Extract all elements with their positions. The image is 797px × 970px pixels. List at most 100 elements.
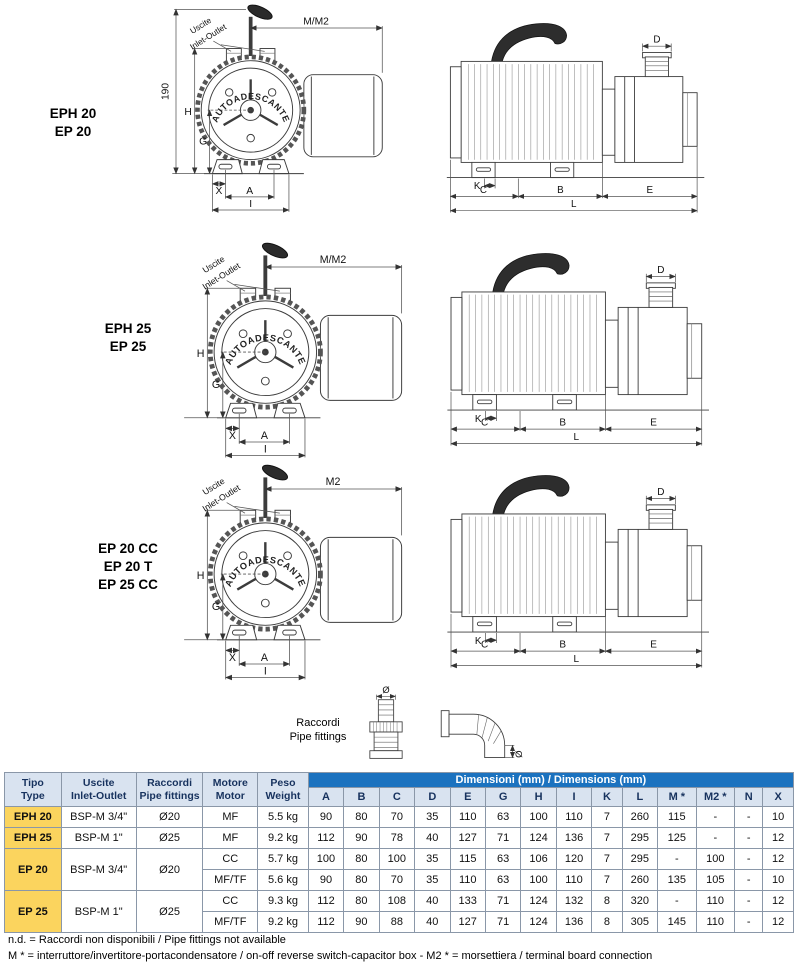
dim-cell: 10 xyxy=(762,869,794,891)
table-row-eph20: EPH 20 BSP-M 3/4" Ø20 MF 5.5 kg 90 80 70… xyxy=(4,806,794,828)
dim-cell: 88 xyxy=(378,911,416,933)
dim-cell: 71 xyxy=(484,827,522,849)
dim-cell: 112 xyxy=(307,911,345,933)
dim-cell: 90 xyxy=(307,869,345,891)
table-row-eph25: EPH 25 BSP-M 1" Ø25 MF 9.2 kg 112 90 78 … xyxy=(4,827,794,849)
dim-cell: 80 xyxy=(343,869,380,891)
dim-label-k: K xyxy=(475,636,482,647)
dim-label-l: L xyxy=(574,432,580,443)
model-name: EPH 20 xyxy=(49,106,97,121)
weight-cell: 5.5 kg xyxy=(257,806,309,828)
model-name: EP 20 xyxy=(54,124,92,140)
weight-cell: 9.2 kg xyxy=(257,911,309,933)
dim-cell: - xyxy=(734,911,764,933)
dim-cell: - xyxy=(734,806,764,828)
type-cell: EPH 25 xyxy=(4,827,62,849)
dim-cell: 7 xyxy=(591,806,623,828)
dim-cell: 320 xyxy=(621,890,659,912)
pump-side-view-row1: D K C B E L xyxy=(446,23,705,227)
pump-side-view-row3: D K C B E L xyxy=(446,475,710,682)
col-header-dim-c: C xyxy=(378,787,416,807)
dim-cell: 106 xyxy=(520,848,557,870)
dim-cell: 40 xyxy=(414,890,451,912)
dim-cell: 12 xyxy=(762,848,794,870)
dim-label-d: D xyxy=(657,487,664,498)
dim-label-b: B xyxy=(559,417,566,428)
dim-cell: 70 xyxy=(378,869,416,891)
dim-cell: 40 xyxy=(414,827,451,849)
dim-label-e: E xyxy=(646,185,653,196)
fitting-cell: Ø20 xyxy=(135,806,204,828)
elbow-fitting-symbol xyxy=(441,711,514,758)
dim-cell: - xyxy=(734,827,764,849)
pump-side-symbol xyxy=(446,475,710,633)
dim-cell: - xyxy=(734,890,764,912)
dim-label-m: M2 xyxy=(326,476,341,488)
footnote-m-m2: M * = interruttore/invertitore-portacond… xyxy=(8,950,653,962)
dim-label-b: B xyxy=(559,639,566,650)
dim-cell: 71 xyxy=(484,911,522,933)
dim-cell: - xyxy=(657,890,697,912)
type-cell: EP 25 xyxy=(4,890,62,933)
dim-label-m: M/M2 xyxy=(320,254,347,266)
table-row-ep20-cc: EP 20 BSP-M 3/4" Ø20 CC 5.7 kg 100 80 10… xyxy=(4,848,794,891)
dim-cell: 110 xyxy=(449,806,486,828)
dim-cell: 35 xyxy=(414,848,451,870)
col-header-dim-d: D xyxy=(414,787,451,807)
hdr-line-it: Peso xyxy=(270,777,296,790)
hdr-line-it: Motore xyxy=(212,777,248,790)
pump-side-symbol xyxy=(446,23,705,179)
dim-cell: 63 xyxy=(484,806,522,828)
pipe-fittings-label: Raccordi Pipe fittings xyxy=(272,716,364,745)
pump-front-view-row1: 190 AUTOADESCANTE M/M2 Uscite Inlet-Outl… xyxy=(161,0,400,224)
dim-190-lines xyxy=(173,8,246,175)
dim-label-diameter: Ø xyxy=(514,750,525,758)
dim-cell: 90 xyxy=(343,827,380,849)
dim-label-g: G xyxy=(212,601,220,613)
hdr-line-en: Weight xyxy=(265,789,301,802)
dim-label-c: C xyxy=(481,417,488,428)
col-header-dim-h: H xyxy=(520,787,557,807)
motor-cell: MF xyxy=(202,827,259,849)
col-header-raccordi: Raccordi Pipe fittings xyxy=(135,772,204,807)
dim-label-c: C xyxy=(480,185,487,196)
dim-cell: - xyxy=(695,827,736,849)
dim-label-i: I xyxy=(249,199,252,210)
dim-cell: 35 xyxy=(414,869,451,891)
dim-label-d: D xyxy=(653,35,660,46)
dim-cell: 12 xyxy=(762,890,794,912)
weight-cell: 9.2 kg xyxy=(257,827,309,849)
dim-cell: 124 xyxy=(520,890,557,912)
dim-cell: 108 xyxy=(378,890,416,912)
straight-fitting-symbol xyxy=(370,695,402,759)
col-header-dim-x: X xyxy=(762,787,794,807)
dim-cell: 105 xyxy=(695,869,736,891)
dim-label-c: C xyxy=(481,639,488,650)
dim-cell: 110 xyxy=(695,911,736,933)
dim-label-x: X xyxy=(229,430,236,442)
dim-label-e: E xyxy=(650,639,657,650)
dim-label-a: A xyxy=(246,186,253,197)
dim-cell: - xyxy=(734,869,764,891)
dim-label-a: A xyxy=(261,430,269,442)
col-header-dim-g: G xyxy=(484,787,522,807)
col-header-dim-m: M * xyxy=(657,787,697,807)
hdr-line-it: Tipo xyxy=(21,777,44,790)
motor-cell: CC xyxy=(202,848,259,870)
hdr-line-en: Pipe fittings xyxy=(139,789,200,802)
dim-label-k: K xyxy=(474,181,481,192)
dim-cell: 133 xyxy=(449,890,486,912)
outlet-cell: BSP-M 1" xyxy=(60,890,137,933)
weight-cell: 5.6 kg xyxy=(257,869,309,891)
model-name: EP 20 T xyxy=(103,559,153,575)
dim-label-b: B xyxy=(557,185,564,196)
model-name: EP 25 CC xyxy=(98,577,158,593)
col-header-peso: Peso Weight xyxy=(257,772,309,807)
dim-label-x: X xyxy=(229,652,236,664)
dim-label-l: L xyxy=(571,199,577,210)
pump-front-view-row3: AUTOADESCANTE M2 Uscite Inlet-Outlet H G… xyxy=(130,460,420,692)
pipe-fittings-label-it: Raccordi xyxy=(296,717,340,729)
col-header-dim-k: K xyxy=(591,787,623,807)
dim-cell: 80 xyxy=(343,806,380,828)
hdr-line-it: Uscite xyxy=(82,777,115,790)
